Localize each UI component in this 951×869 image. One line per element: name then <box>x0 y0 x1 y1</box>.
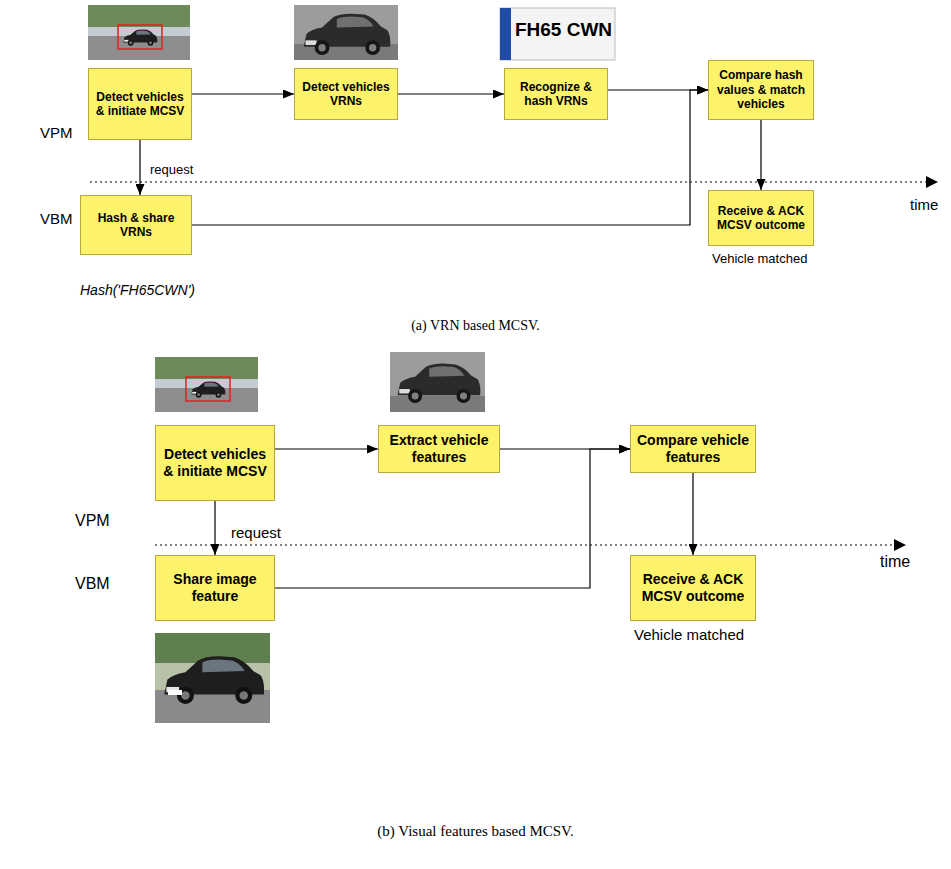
flow-arrow <box>214 501 215 555</box>
flow-arrow <box>192 93 294 94</box>
box-text: Share image feature <box>161 571 269 605</box>
photo-road <box>155 690 270 723</box>
box-text: Receive & ACK MCSV outcome <box>714 204 808 233</box>
box-text: Detect vehicles & initiate MCSV <box>161 446 269 480</box>
process-box: Receive & ACK MCSV outcome <box>630 555 756 621</box>
process-box: Compare vehicle features <box>630 425 756 473</box>
box-text: Compare vehicle features <box>636 432 750 466</box>
process-box: Hash & share VRNs <box>80 195 192 255</box>
plate-photo <box>500 8 615 60</box>
car-crop-photo <box>294 5 398 60</box>
text-label: Vehicle matched <box>712 252 807 267</box>
car-picture <box>123 29 157 45</box>
plate-picture <box>168 690 182 695</box>
photo-trees <box>155 357 258 379</box>
detection-box <box>118 25 162 49</box>
shared-car-photo <box>155 633 270 723</box>
box-text: Detect vehicles VRNs <box>300 80 392 109</box>
box-text: Detect vehicles & initiate MCSV <box>94 90 186 119</box>
photo-trees <box>88 5 190 27</box>
flow-arrow <box>760 120 761 190</box>
process-box: Detect vehicles & initiate MCSV <box>88 68 192 140</box>
text-label: VPM <box>40 124 73 141</box>
plate-text: FH65 CWN <box>512 19 615 41</box>
flow-arrow <box>192 90 708 225</box>
box-text: Recognize & hash VRNs <box>510 80 602 109</box>
time-axis <box>90 181 928 182</box>
process-box: Extract vehicle features <box>378 425 500 473</box>
box-text: Extract vehicle features <box>384 432 494 466</box>
time-axis <box>155 544 896 545</box>
time-arrowhead <box>926 176 938 188</box>
process-box: Receive & ACK MCSV outcome <box>708 190 814 246</box>
process-box: Detect vehicles & initiate MCSV <box>155 425 275 501</box>
flow-arrow <box>275 448 378 449</box>
text-label: VPM <box>75 512 110 530</box>
street-photo <box>155 357 258 412</box>
time-arrowhead <box>894 539 906 551</box>
car-picture <box>304 14 391 55</box>
text-label: time <box>880 553 910 571</box>
process-box: Detect vehicles VRNs <box>294 68 398 120</box>
text-label: Hash('FH65CWN') <box>80 282 195 298</box>
box-text: Hash & share VRNs <box>86 211 186 240</box>
street-photo <box>88 5 190 60</box>
text-label: (b) Visual features based MCSV. <box>0 823 951 840</box>
car-crop-photo <box>390 352 485 412</box>
box-text: Receive & ACK MCSV outcome <box>636 571 750 605</box>
text-label: VBM <box>40 210 73 227</box>
process-box: Share image feature <box>155 555 275 621</box>
plate-band <box>500 8 511 60</box>
car-picture <box>191 381 225 397</box>
flow-arrow <box>398 93 504 94</box>
car-picture <box>164 656 264 704</box>
process-box: Recognize & hash VRNs <box>504 68 608 120</box>
text-label: VBM <box>75 575 110 593</box>
photo-road <box>390 396 485 412</box>
process-box: Compare hash values & match vehicles <box>708 60 814 120</box>
edge-label: request <box>148 163 195 177</box>
text-label: time <box>910 196 938 213</box>
flow-arrow <box>692 473 693 555</box>
flow-arrow <box>139 140 140 195</box>
text-label: (a) VRN based MCSV. <box>0 318 951 334</box>
car-picture <box>398 364 481 404</box>
box-text: Compare hash values & match vehicles <box>714 68 808 111</box>
detection-box <box>186 377 230 401</box>
edge-label: request <box>229 525 283 542</box>
text-label: Vehicle matched <box>634 626 744 643</box>
